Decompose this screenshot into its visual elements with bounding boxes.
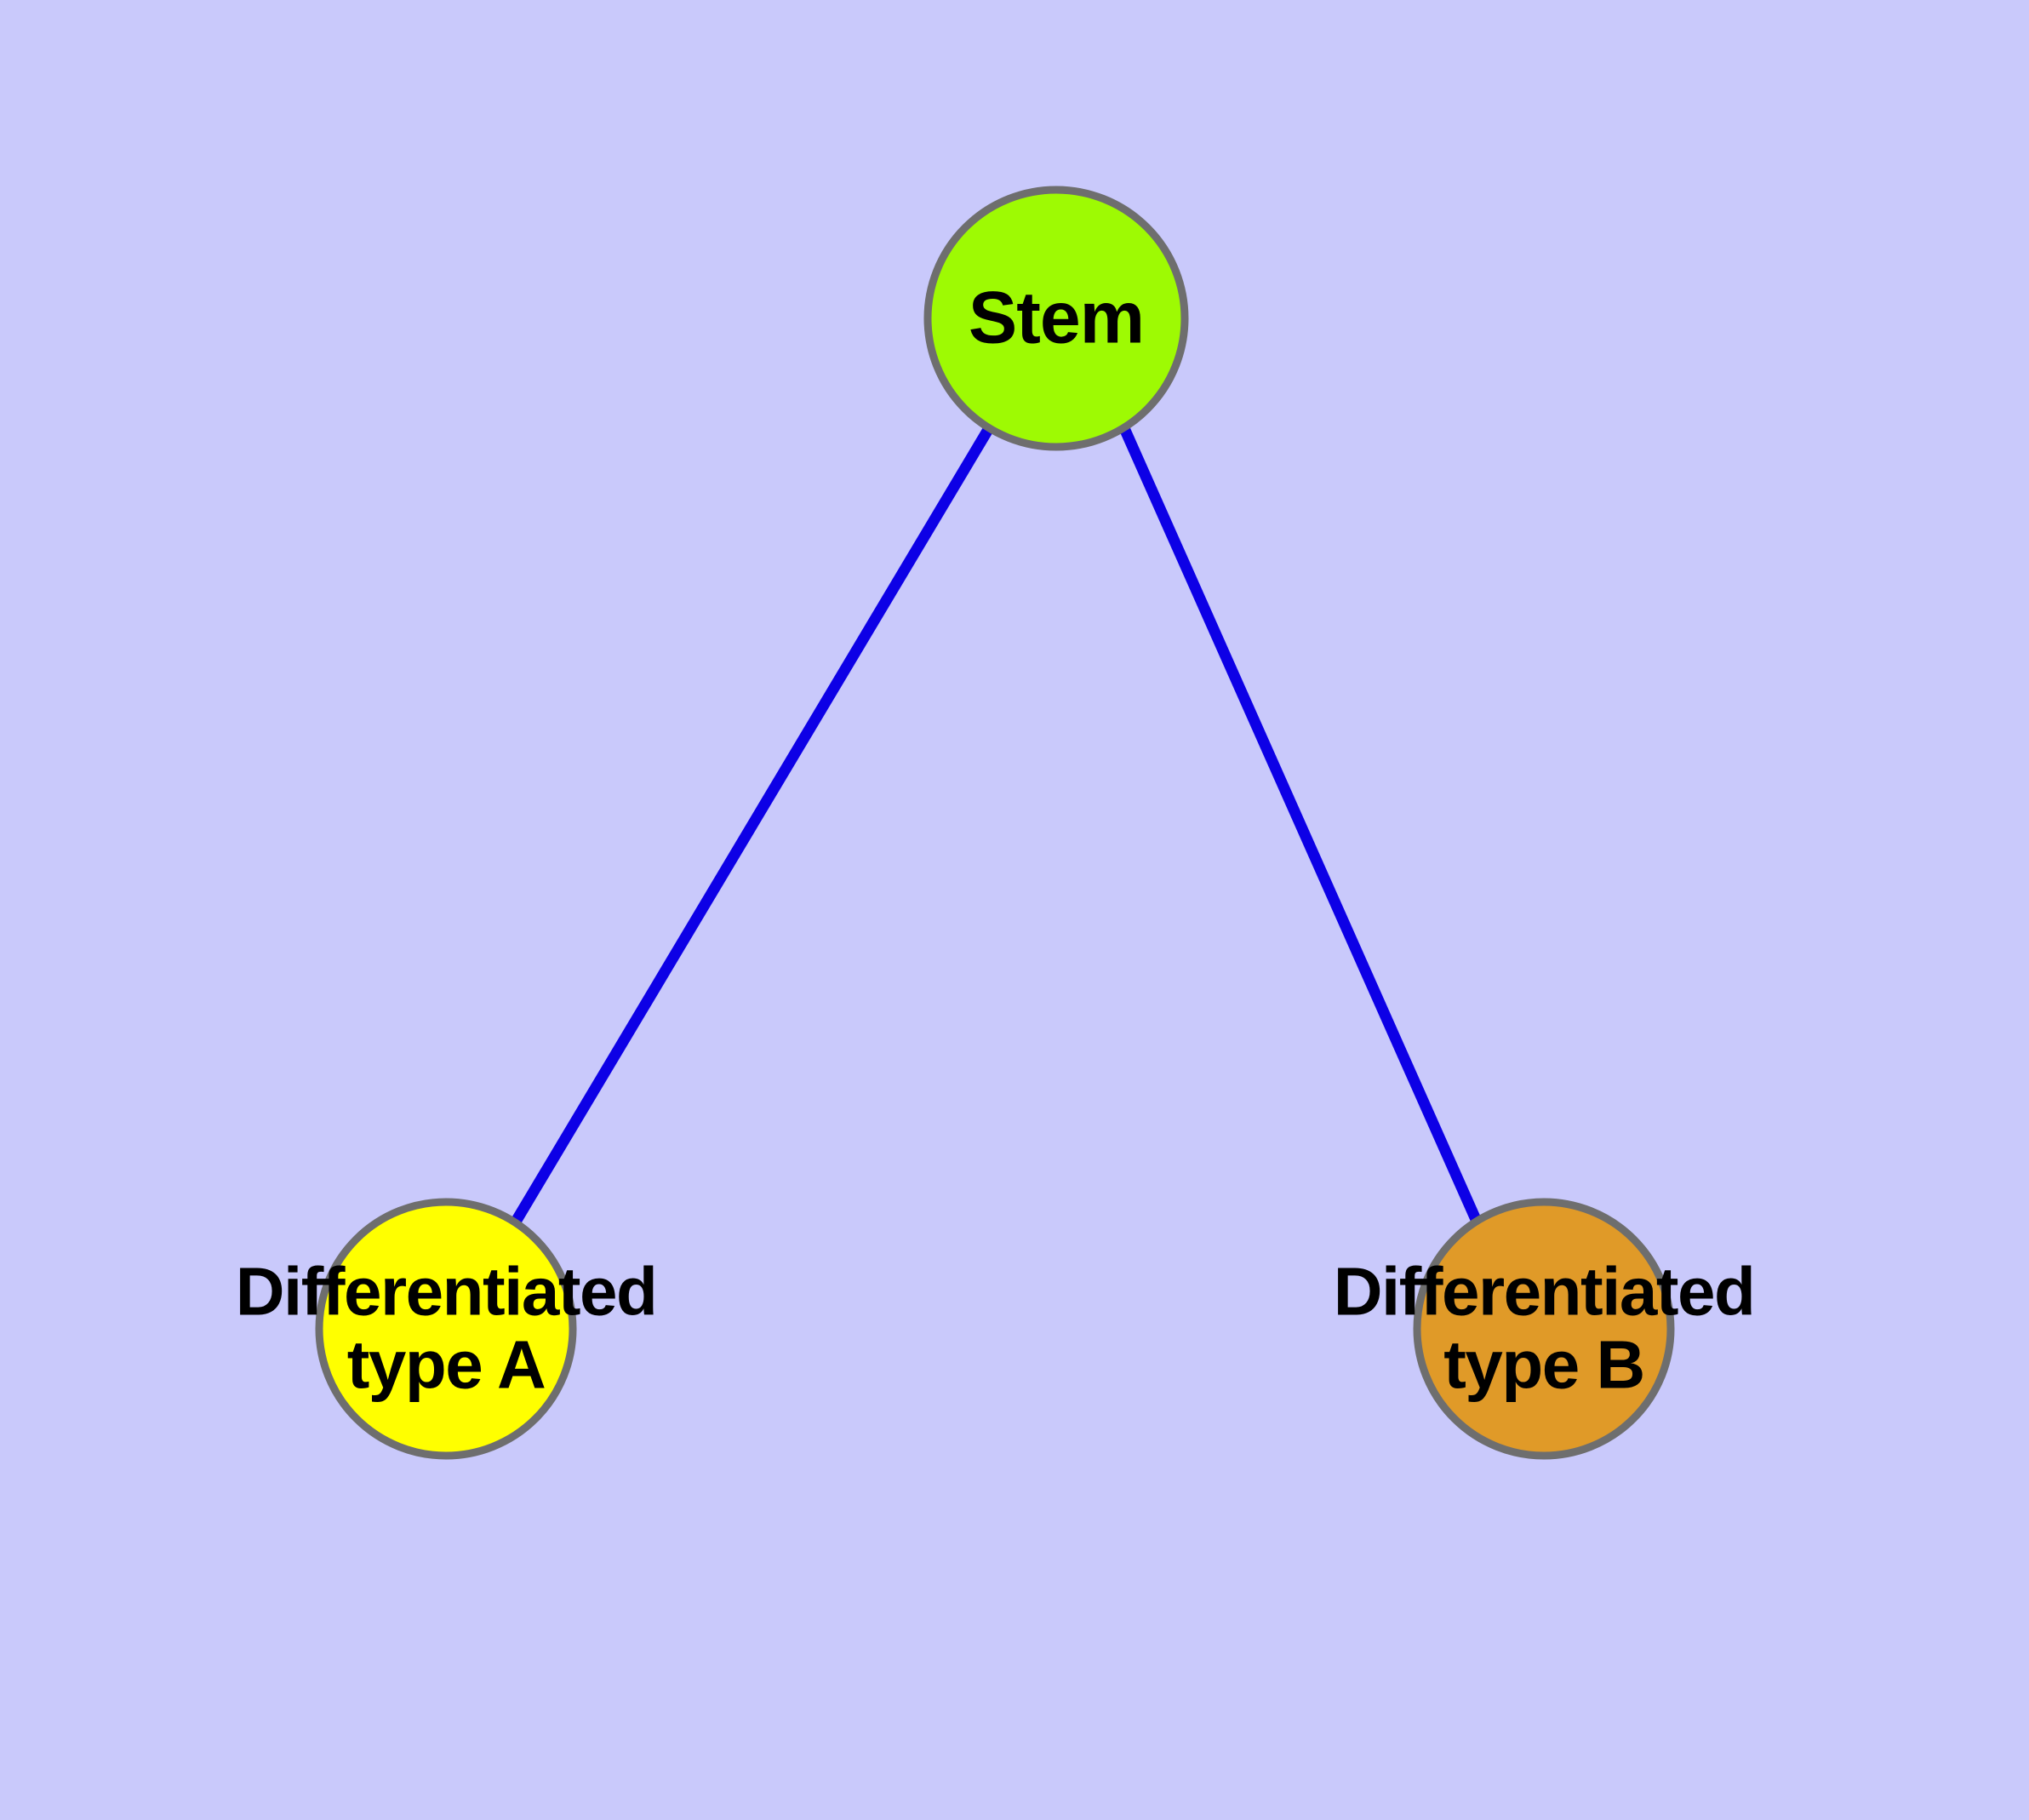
edge-stem-to-diff-a[interactable] xyxy=(511,425,994,1225)
node-layer xyxy=(315,186,1675,1460)
node-circle-diff-a[interactable] xyxy=(315,1198,577,1460)
node-circle-stem[interactable] xyxy=(923,186,1189,451)
node-circle-diff-b[interactable] xyxy=(1413,1198,1675,1460)
edge-layer xyxy=(511,425,1483,1226)
edge-stem-to-diff-b[interactable] xyxy=(1119,426,1483,1226)
